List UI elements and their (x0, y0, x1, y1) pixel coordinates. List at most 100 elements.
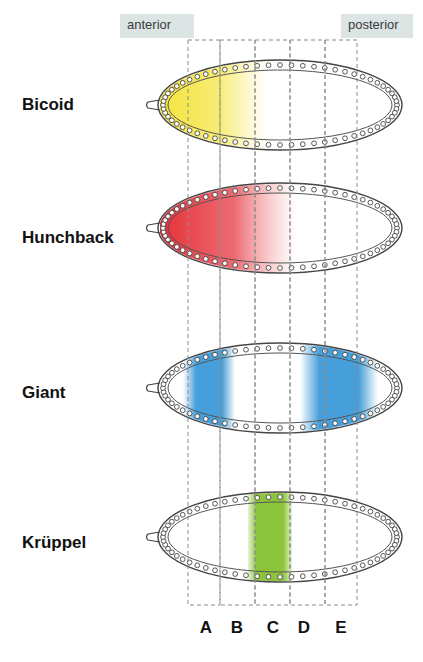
column-letter: B (231, 618, 243, 638)
nucleus (266, 425, 271, 430)
nucleus (312, 496, 317, 501)
nucleus (394, 382, 399, 387)
nucleus (278, 143, 283, 148)
nucleus (394, 531, 399, 536)
expression-zone (158, 60, 268, 150)
nucleus (233, 572, 238, 577)
nucleus (174, 122, 179, 127)
embryo-body (158, 183, 402, 273)
nucleus (244, 187, 249, 192)
embryo-inner-outline (168, 193, 392, 263)
nucleus (381, 207, 386, 212)
nucleus (352, 417, 357, 422)
nucleus (360, 414, 365, 419)
nucleus (180, 512, 185, 517)
gene-name: Giant (22, 383, 65, 403)
nucleus (203, 72, 208, 77)
nucleus (300, 574, 305, 579)
nucleus (174, 84, 179, 89)
nucleus (343, 69, 348, 74)
nucleus (203, 134, 208, 139)
nucleus (300, 425, 305, 430)
nucleus (170, 210, 175, 215)
nucleus (170, 550, 175, 555)
nucleus (368, 360, 373, 365)
nucleus (386, 87, 391, 92)
nucleus (244, 141, 249, 146)
nucleus (390, 114, 395, 119)
nucleus (386, 519, 391, 524)
nucleus (368, 411, 373, 416)
nucleus (170, 370, 175, 375)
nucleus (333, 138, 338, 143)
embryo-inner-outline (168, 353, 392, 423)
nucleus (386, 370, 391, 375)
nucleus (233, 263, 238, 268)
nucleus (195, 506, 200, 511)
nucleus (266, 265, 271, 270)
nucleus (180, 125, 185, 130)
nucleus (390, 546, 395, 551)
nucleus (180, 363, 185, 368)
nucleus (333, 499, 338, 504)
nucleus (386, 210, 391, 215)
nucleus (343, 419, 348, 424)
nucleus (233, 66, 238, 71)
expression-zone (158, 183, 296, 273)
nucleus (343, 568, 348, 573)
nucleus (266, 63, 271, 68)
nucleus (352, 195, 357, 200)
nucleus (368, 560, 373, 565)
axis-box: posterior (341, 14, 413, 38)
nucleus (213, 352, 218, 357)
nucleus (312, 347, 317, 352)
nucleus (244, 64, 249, 69)
nucleus (343, 352, 348, 357)
nucleus (386, 118, 391, 123)
nucleus (312, 264, 317, 269)
nucleus (180, 557, 185, 562)
nucleus (278, 426, 283, 431)
nucleus (233, 349, 238, 354)
nucleus (170, 401, 175, 406)
nucleus (278, 186, 283, 191)
embryo-outline (158, 343, 402, 433)
nucleus (195, 357, 200, 362)
nucleus (170, 87, 175, 92)
nucleus (375, 557, 380, 562)
nucleus (368, 200, 373, 205)
nucleus (174, 554, 179, 559)
nucleus (394, 99, 399, 104)
nucleus (381, 516, 386, 521)
nucleus (222, 67, 227, 72)
nucleus (222, 421, 227, 426)
nucleus (166, 523, 171, 528)
nucleus (300, 346, 305, 351)
nucleus (203, 417, 208, 422)
nucleus (300, 495, 305, 500)
column-letter: D (298, 618, 310, 638)
nucleus (360, 563, 365, 568)
nucleus (174, 405, 179, 410)
embryo-inner-outline (168, 502, 392, 572)
nucleus (203, 566, 208, 571)
nucleus (312, 424, 317, 429)
nucleus (266, 142, 271, 147)
nucleus (312, 64, 317, 69)
nucleus (195, 197, 200, 202)
nucleus (255, 574, 260, 579)
nucleus (333, 570, 338, 575)
nucleus (213, 501, 218, 506)
nucleus (244, 496, 249, 501)
nucleus (255, 142, 260, 147)
gene-name: Bicoid (22, 95, 74, 115)
nucleus (375, 80, 380, 85)
nucleus (222, 261, 227, 266)
nucleus (195, 74, 200, 79)
nucleus (266, 186, 271, 191)
nucleus (352, 134, 357, 139)
embryo-inner-outline (168, 70, 392, 140)
embryo (147, 60, 403, 150)
nucleus (381, 122, 386, 127)
column-letter: C (267, 618, 279, 638)
